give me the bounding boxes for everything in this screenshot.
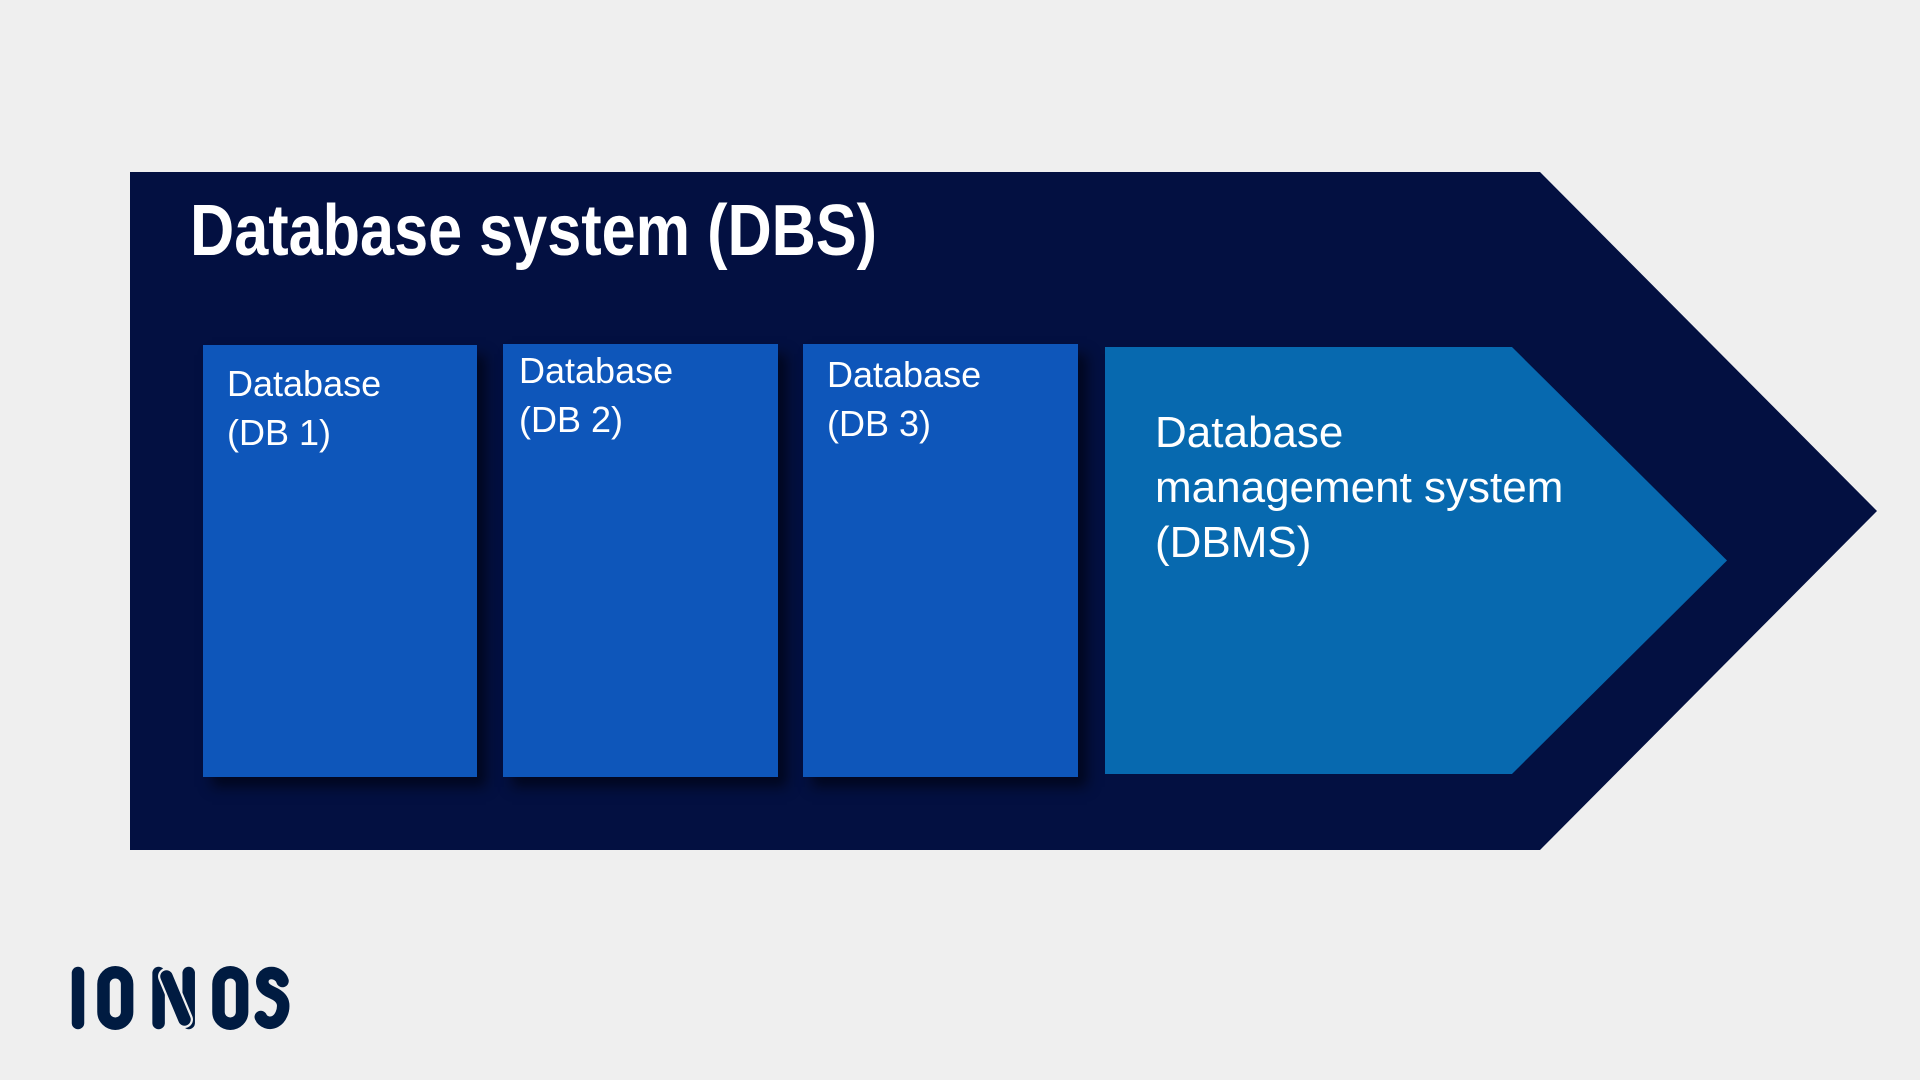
logo-letter-s xyxy=(254,966,290,1029)
database-box-db1: Database (DB 1) xyxy=(203,345,477,777)
dbs-title: Database system (DBS) xyxy=(190,191,878,271)
logo-letter-o2 xyxy=(212,966,249,1030)
dbs-container-arrow: Database system (DBS) Database (DB 1) Da… xyxy=(130,172,1877,850)
dbms-label: Database management system (DBMS) xyxy=(1155,408,1564,567)
database-box-db3: Database (DB 3) xyxy=(803,344,1078,777)
database-box-db1-label: Database (DB 1) xyxy=(227,363,382,453)
database-box-db2: Database (DB 2) xyxy=(503,344,778,777)
database-box-db2-label: Database (DB 2) xyxy=(519,350,674,440)
logo-letter-o1 xyxy=(97,966,134,1030)
ionos-logo xyxy=(71,966,290,1030)
ionos-logo-letters xyxy=(71,966,290,1030)
dbms-arrow: Database management system (DBMS) xyxy=(1105,347,1727,774)
database-box-db3-label: Database (DB 3) xyxy=(827,354,982,444)
logo-letter-n-diagonal xyxy=(160,970,191,1026)
